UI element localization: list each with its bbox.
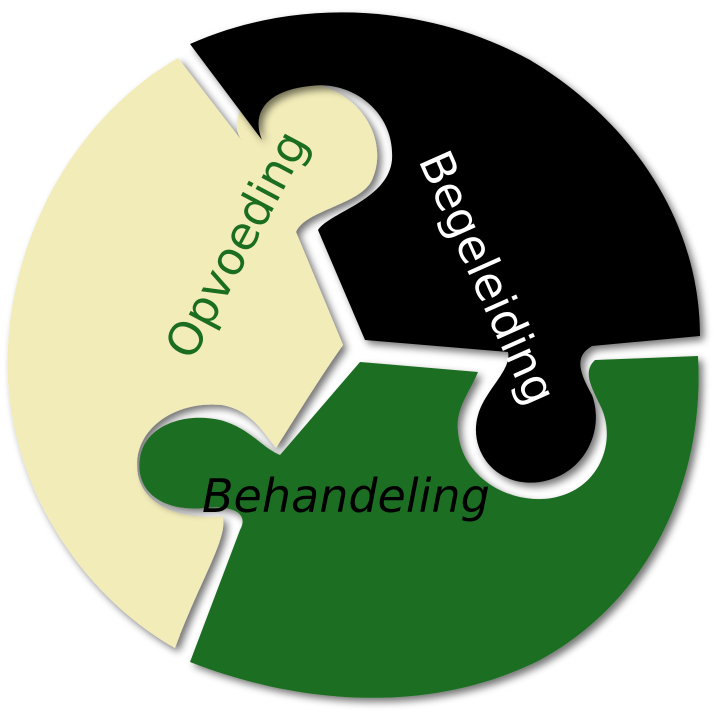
piece-behandeling [139,356,699,698]
piece-opvoeding [7,58,378,648]
label-behandeling: Behandeling [202,469,490,523]
piece-begeleiding [190,12,700,483]
